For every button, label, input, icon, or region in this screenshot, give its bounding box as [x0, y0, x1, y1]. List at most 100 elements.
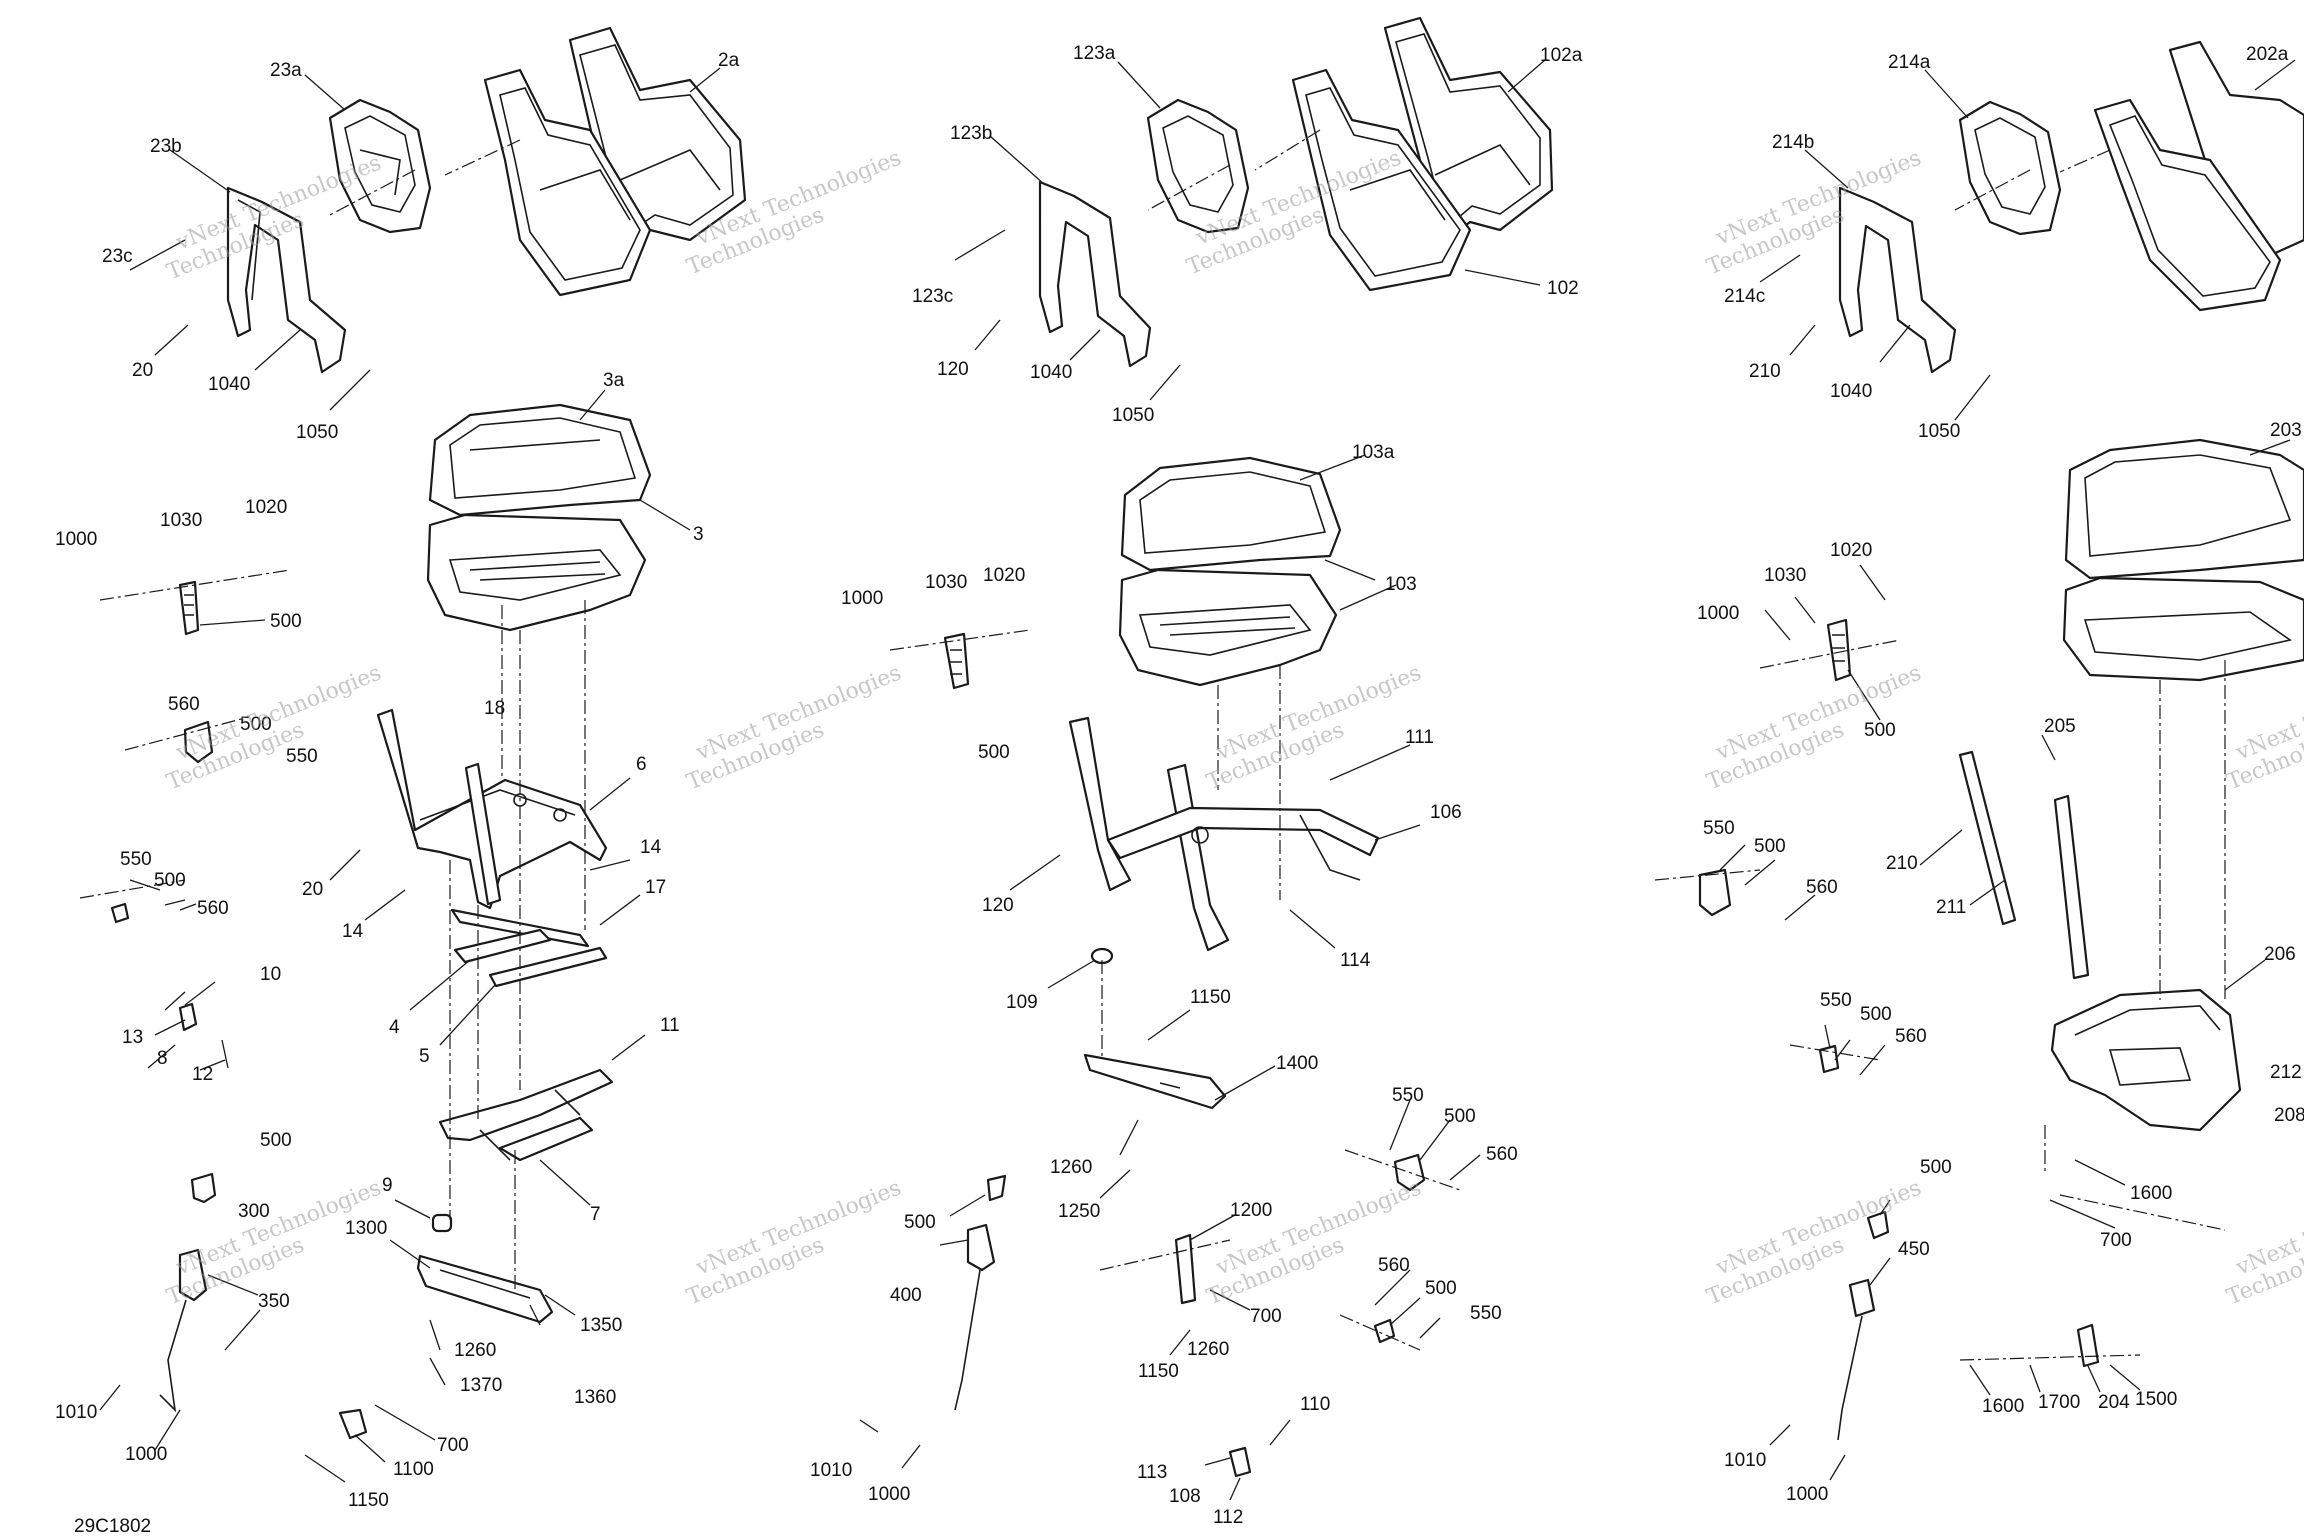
callout-120: 120	[937, 359, 969, 380]
right-headrest-frame-214b	[1838, 186, 1957, 374]
callout-112: 112	[1213, 1507, 1243, 1528]
callout-560: 560	[1486, 1144, 1518, 1165]
callout-1260: 1260	[1187, 1339, 1229, 1360]
middle-headrest-123a	[1146, 98, 1250, 234]
callout-103: 103	[1385, 574, 1417, 595]
callout-10: 10	[260, 964, 281, 985]
middle-seat-base-103	[1118, 568, 1338, 687]
left-seat-cushion-3a	[428, 403, 652, 517]
callout-500: 500	[1864, 720, 1896, 741]
callout-203: 203	[2270, 420, 2302, 441]
callout-3: 3	[693, 524, 704, 545]
callout-214a: 214a	[1888, 52, 1931, 73]
callout-700: 700	[437, 1435, 469, 1456]
callout-103a: 103a	[1352, 442, 1395, 463]
callout-23c: 23c	[102, 246, 133, 267]
callout-500: 500	[978, 742, 1010, 763]
callout-212: 212	[2270, 1062, 2302, 1083]
right-posts-210-211	[1958, 750, 2090, 980]
callout-102: 102	[1547, 278, 1579, 299]
callout-700: 700	[1250, 1306, 1282, 1327]
callout-500: 500	[240, 714, 272, 735]
callout-400: 400	[890, 1285, 922, 1306]
callout-1260: 1260	[1050, 1157, 1092, 1178]
callout-1020: 1020	[1830, 540, 1872, 561]
callout-1100: 1100	[393, 1459, 434, 1480]
callout-1350: 1350	[580, 1315, 622, 1336]
diagram-code: 29C1802	[74, 1516, 151, 1536]
left-assembly-lines	[79, 139, 586, 1290]
callout-210: 210	[1749, 361, 1781, 382]
callout-350: 350	[258, 1291, 290, 1312]
callout-211: 211	[1936, 897, 1966, 918]
callout-18: 18	[484, 698, 505, 719]
callout-7: 7	[590, 1204, 601, 1225]
left-spacer-9	[431, 1213, 453, 1233]
callout-208: 208	[2274, 1105, 2304, 1126]
middle-leaders	[859, 59, 1546, 1501]
callout-1370: 1370	[460, 1375, 502, 1396]
callout-23a: 23a	[270, 60, 302, 81]
callout-1030: 1030	[1764, 565, 1806, 586]
callout-500: 500	[1754, 836, 1786, 857]
callout-1030: 1030	[160, 510, 202, 531]
callout-500: 500	[1444, 1106, 1476, 1127]
callout-1700: 1700	[2038, 1392, 2080, 1413]
callout-5: 5	[419, 1046, 430, 1067]
right-headrest-214a	[1958, 100, 2062, 236]
callout-1000: 1000	[1697, 603, 1739, 624]
left-bracket-1300	[416, 1254, 554, 1324]
callout-500: 500	[904, 1212, 936, 1233]
callout-560: 560	[1895, 1026, 1927, 1047]
callout-1030: 1030	[925, 572, 967, 593]
callout-17: 17	[645, 877, 666, 898]
middle-callouts: 123a 102a 123b 102 123c 120 1040 1050 10…	[810, 43, 1583, 1528]
callout-206: 206	[2264, 944, 2296, 965]
callout-210: 210	[1886, 853, 1918, 874]
callout-1050: 1050	[1918, 421, 1960, 442]
left-seat-base-3	[426, 513, 647, 632]
callout-1050: 1050	[296, 422, 338, 443]
callout-3a: 3a	[603, 370, 625, 391]
callout-550: 550	[120, 849, 152, 870]
callout-1600: 1600	[1982, 1396, 2024, 1417]
callout-1020: 1020	[245, 497, 287, 518]
right-leaders	[1719, 59, 2296, 1481]
left-headrest-frame-23b	[226, 186, 347, 374]
right-backrest-202a	[2093, 40, 2304, 312]
callout-23b: 23b	[150, 136, 182, 157]
left-leaders	[99, 67, 721, 1483]
callout-204: 204	[2098, 1392, 2130, 1413]
callout-111: 111	[1405, 727, 1434, 748]
callout-1150: 1150	[1138, 1361, 1179, 1382]
middle-assembly: 123a 102a 123b 102 123c 120 1040 1050 10…	[810, 16, 1583, 1528]
left-callouts: 23a 2a 23b 23c 20 1040 1050 3a 3 1000 10…	[55, 50, 740, 1511]
right-seat-203	[2062, 438, 2304, 682]
callout-123a: 123a	[1073, 43, 1116, 64]
callout-1000: 1000	[55, 529, 97, 550]
callout-560: 560	[1806, 877, 1838, 898]
callout-1040: 1040	[1030, 362, 1072, 383]
callout-1200: 1200	[1230, 1200, 1272, 1221]
callout-1010: 1010	[810, 1460, 852, 1481]
callout-120: 120	[982, 895, 1014, 916]
middle-seat-cushion-103a	[1120, 456, 1342, 572]
callout-1150: 1150	[1190, 987, 1231, 1008]
callout-1040: 1040	[1830, 381, 1872, 402]
callout-214c: 214c	[1724, 286, 1765, 307]
callout-1150: 1150	[348, 1490, 389, 1511]
callout-113: 113	[1137, 1462, 1167, 1483]
callout-205: 205	[2044, 716, 2076, 737]
middle-backrest-cushion-102	[1291, 68, 1472, 292]
callout-1250: 1250	[1058, 1201, 1100, 1222]
middle-seatbelt-400	[954, 1174, 1007, 1411]
callout-560: 560	[1378, 1255, 1410, 1276]
middle-small-parts	[943, 632, 1426, 1478]
callout-110: 110	[1300, 1394, 1330, 1415]
callout-123b: 123b	[950, 123, 992, 144]
callout-500: 500	[1920, 1157, 1952, 1178]
callout-500: 500	[270, 611, 302, 632]
callout-11: 11	[660, 1015, 680, 1036]
left-headrest-23a	[328, 98, 432, 234]
